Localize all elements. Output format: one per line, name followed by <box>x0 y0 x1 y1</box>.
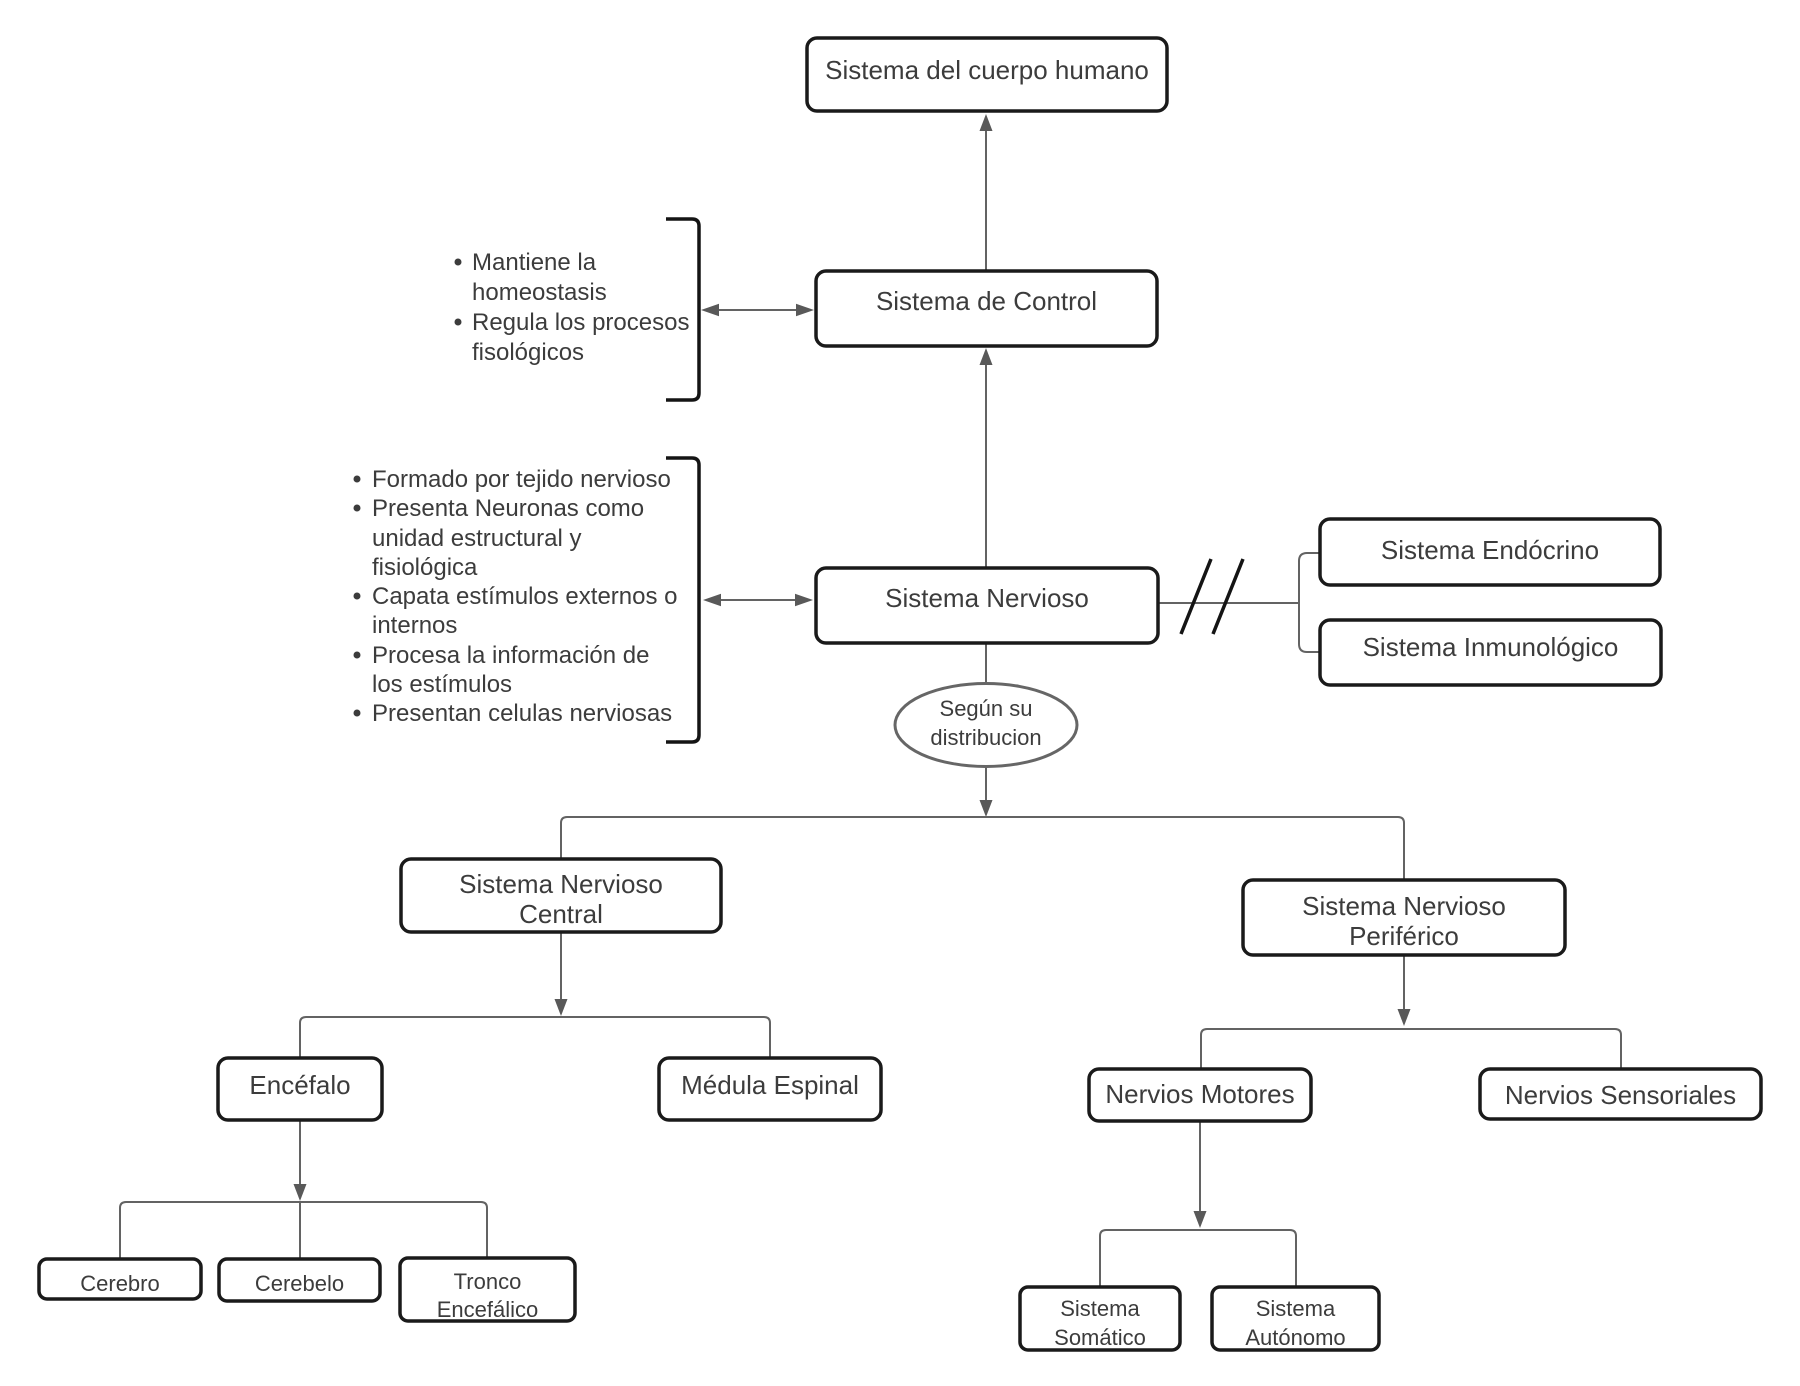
svg-text:Nervios Motores: Nervios Motores <box>1105 1079 1294 1109</box>
svg-text:homeostasis: homeostasis <box>472 279 607 306</box>
svg-text:Formado por tejido nervioso: Formado por tejido nervioso <box>372 466 671 493</box>
svg-text:los estímulos: los estímulos <box>372 671 512 698</box>
svg-text:Central: Central <box>519 899 603 929</box>
svg-text:Cerebelo: Cerebelo <box>255 1271 344 1296</box>
svg-text:Cerebro: Cerebro <box>80 1271 159 1296</box>
svg-text:unidad estructural y: unidad estructural y <box>372 525 581 552</box>
svg-text:Según su: Según su <box>940 696 1033 721</box>
svg-text:Nervios Sensoriales: Nervios Sensoriales <box>1505 1080 1736 1110</box>
svg-text:distribucion: distribucion <box>930 725 1041 750</box>
svg-text:Sistema Nervioso: Sistema Nervioso <box>1302 891 1506 921</box>
svg-text:Capata estímulos externos o: Capata estímulos externos o <box>372 583 678 610</box>
svg-text:Autónomo: Autónomo <box>1245 1325 1345 1350</box>
svg-text:Sistema: Sistema <box>1256 1296 1336 1321</box>
svg-text:Sistema Nervioso: Sistema Nervioso <box>885 583 1089 613</box>
svg-text:Presentan celulas nerviosas: Presentan celulas nerviosas <box>372 700 672 727</box>
svg-text:Médula Espinal: Médula Espinal <box>681 1070 859 1100</box>
svg-text:Mantiene la: Mantiene la <box>472 249 597 276</box>
svg-text:Sistema Endócrino: Sistema Endócrino <box>1381 535 1599 565</box>
svg-text:fisiológica: fisiológica <box>372 554 478 581</box>
svg-text:Tronco: Tronco <box>454 1269 522 1294</box>
svg-text:internos: internos <box>372 612 457 639</box>
svg-text:Sistema Inmunológico: Sistema Inmunológico <box>1363 632 1619 662</box>
svg-text:Sistema de Control: Sistema de Control <box>876 286 1097 316</box>
svg-text:Sistema: Sistema <box>1060 1296 1140 1321</box>
svg-text:Procesa la información de: Procesa la información de <box>372 642 649 669</box>
svg-text:Encefálico: Encefálico <box>437 1297 539 1322</box>
svg-text:Periférico: Periférico <box>1349 921 1459 951</box>
svg-text:Encéfalo: Encéfalo <box>249 1070 350 1100</box>
svg-text:Regula los procesos: Regula los procesos <box>472 309 689 336</box>
svg-text:Presenta Neuronas como: Presenta Neuronas como <box>372 495 644 522</box>
svg-text:Sistema del cuerpo humano: Sistema del cuerpo humano <box>825 55 1149 85</box>
svg-text:Sistema Nervioso: Sistema Nervioso <box>459 869 663 899</box>
svg-text:Somático: Somático <box>1054 1325 1146 1350</box>
svg-text:fisológicos: fisológicos <box>472 339 584 366</box>
